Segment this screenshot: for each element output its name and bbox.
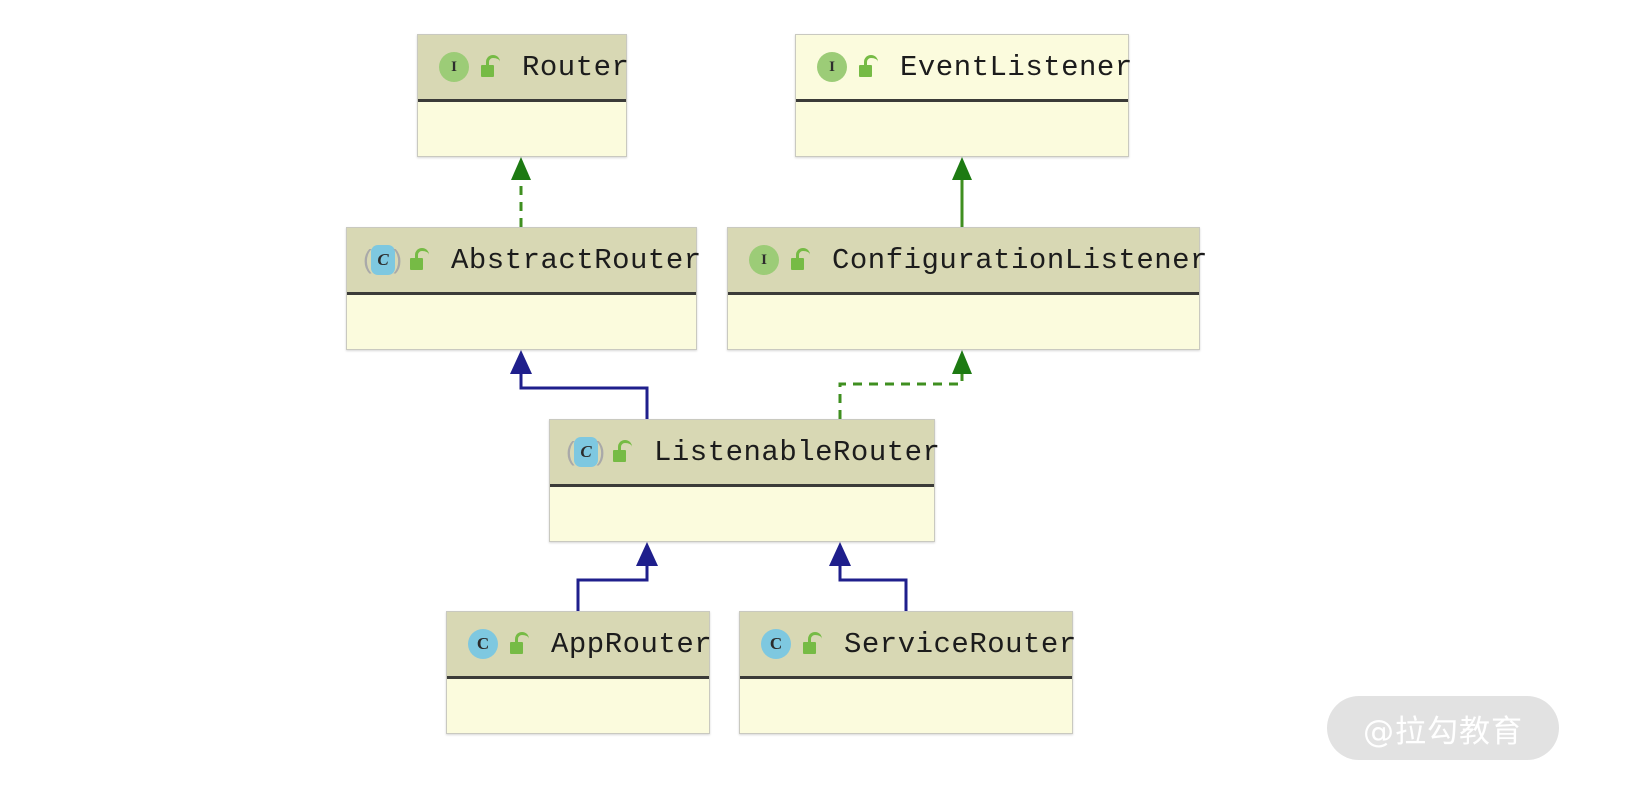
edge-servicerouter-extends-listenablerouter — [829, 542, 908, 611]
class-node-listenablerouter[interactable]: C ListenableRouter — [549, 419, 940, 542]
interface-icon: I — [434, 51, 474, 83]
class-name-label: AppRouter — [551, 627, 713, 661]
edge-abstractrouter-implements-router — [511, 157, 531, 227]
unlock-icon — [509, 632, 529, 656]
class-node-eventlistener[interactable]: I EventListener — [795, 34, 1132, 157]
class-icon-letter: C — [468, 629, 498, 659]
unlock-icon — [480, 55, 500, 79]
class-icon-letter: C — [761, 629, 791, 659]
class-node-approuter[interactable]: C AppRouter — [446, 611, 713, 734]
class-node-header: C ServiceRouter — [740, 612, 1076, 679]
class-node-servicerouter[interactable]: C ServiceRouter — [739, 611, 1076, 734]
class-node-abstractrouter[interactable]: C AbstractRouter — [346, 227, 701, 350]
interface-icon: I — [812, 51, 852, 83]
edge-listenablerouter-implements-configurationlistener — [838, 350, 972, 419]
edge-approuter-extends-listenablerouter — [576, 542, 658, 611]
interface-icon-letter: I — [439, 52, 469, 82]
class-node-configurationlistener[interactable]: I ConfigurationListener — [727, 227, 1207, 350]
abstract-class-icon: C — [566, 436, 606, 468]
unlock-icon — [790, 248, 810, 272]
class-node-header: C ListenableRouter — [550, 420, 940, 487]
class-icon: C — [463, 628, 503, 660]
edge-listenablerouter-extends-abstractrouter — [510, 350, 649, 419]
class-members-compartment — [418, 102, 626, 155]
class-members-compartment — [740, 679, 1072, 732]
watermark-badge: @拉勾教育 — [1327, 696, 1559, 760]
class-name-label: AbstractRouter — [451, 243, 702, 277]
unlock-icon — [612, 440, 632, 464]
abstract-class-icon-letter: C — [371, 245, 395, 275]
class-node-header: C AbstractRouter — [347, 228, 701, 295]
class-name-label: EventListener — [900, 50, 1133, 84]
class-members-compartment — [796, 102, 1128, 155]
class-members-compartment — [447, 679, 709, 732]
abstract-class-icon: C — [363, 244, 403, 276]
unlock-icon — [409, 248, 429, 272]
interface-icon: I — [744, 244, 784, 276]
interface-icon-letter: I — [749, 245, 779, 275]
unlock-icon — [802, 632, 822, 656]
class-name-label: ConfigurationListener — [832, 243, 1208, 277]
class-icon: C — [756, 628, 796, 660]
class-members-compartment — [728, 295, 1199, 348]
class-node-header: I Router — [418, 35, 630, 102]
class-name-label: Router — [522, 50, 630, 84]
class-members-compartment — [550, 487, 934, 540]
interface-icon-letter: I — [817, 52, 847, 82]
class-node-header: I EventListener — [796, 35, 1132, 102]
edge-configurationlistener-extends-eventlistener — [952, 157, 972, 227]
class-name-label: ListenableRouter — [654, 435, 941, 469]
abstract-class-icon-letter: C — [574, 437, 598, 467]
class-name-label: ServiceRouter — [844, 627, 1077, 661]
watermark-text: @拉勾教育 — [1363, 713, 1523, 750]
class-node-header: C AppRouter — [447, 612, 713, 679]
class-node-header: I ConfigurationListener — [728, 228, 1207, 295]
unlock-icon — [858, 55, 878, 79]
class-members-compartment — [347, 295, 696, 348]
class-node-router[interactable]: I Router — [417, 34, 630, 157]
